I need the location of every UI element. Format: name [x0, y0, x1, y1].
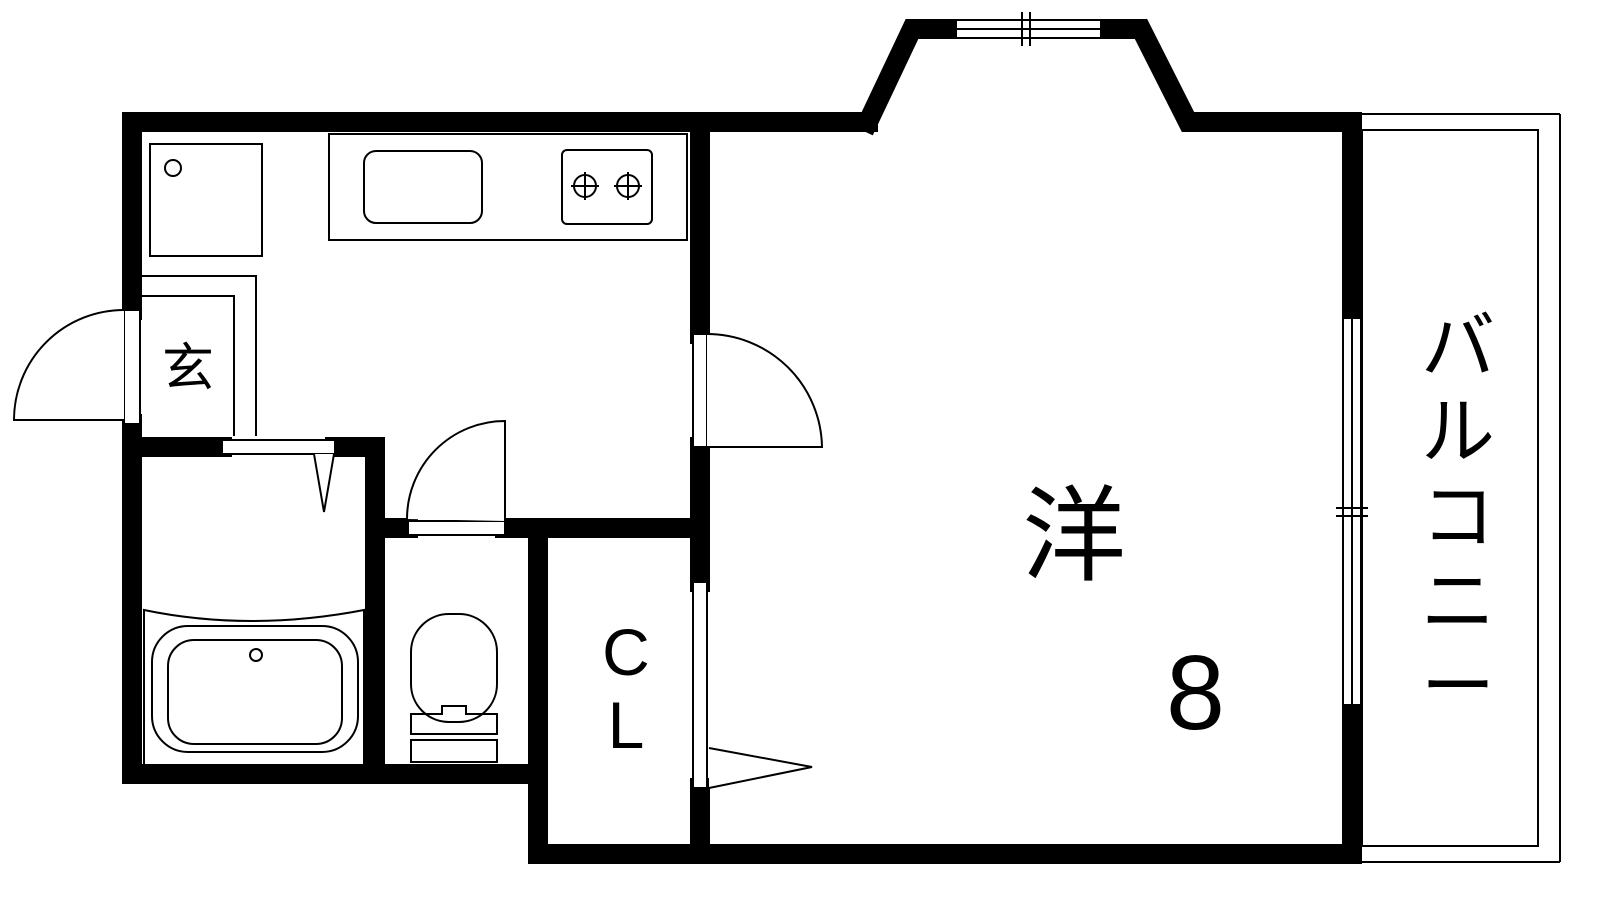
bathtub-rim: [151, 625, 359, 753]
windows: [955, 12, 1368, 706]
bath-door-jamb: [221, 439, 336, 455]
kitchen-sink: [363, 150, 483, 224]
closet-door-jamb: [692, 581, 708, 789]
closet-label: CL: [602, 615, 650, 762]
thin-lines: [142, 113, 1561, 863]
front-door-swing: [12, 309, 125, 421]
bathtub-outline: [143, 608, 365, 767]
stove: [561, 149, 653, 225]
wall-bay-window-right: [1091, 19, 1362, 328]
western-room-size: 8: [1166, 634, 1225, 752]
closet-door-fold: [708, 747, 813, 789]
entrance-step: [142, 295, 235, 436]
wall-right-lower: [1300, 695, 1362, 864]
room-door-jamb: [692, 333, 708, 448]
bath-door-fold: [313, 453, 335, 513]
toilet-base: [410, 739, 498, 763]
wall-top-left: [122, 112, 878, 320]
entrance-step-outer: [142, 275, 257, 436]
toilet-door-jamb: [407, 520, 506, 536]
room-door-swing: [706, 333, 824, 448]
fixtures: [143, 133, 688, 767]
kitchen-counter: [328, 133, 688, 241]
doors: [12, 309, 824, 789]
entrance-label: 玄: [162, 339, 215, 399]
wall-bath-right: [325, 437, 385, 784]
balcony-label: バルコニー: [1421, 304, 1495, 731]
laundry-pan: [149, 143, 263, 257]
toilet-bowl: [410, 613, 498, 723]
bathtub-basin: [167, 639, 343, 745]
wall-bay-window: [854, 19, 966, 136]
toilet-tank: [410, 705, 498, 735]
wall-left-lower: [122, 414, 548, 784]
western-room-label: 洋: [1022, 475, 1127, 597]
toilet-door-swing: [406, 419, 506, 521]
wall-bottom: [528, 764, 1320, 864]
walls: [122, 19, 1362, 864]
front-door-jamb: [123, 309, 141, 425]
laundry-drain: [164, 159, 182, 177]
bathtub-drain: [249, 648, 263, 662]
